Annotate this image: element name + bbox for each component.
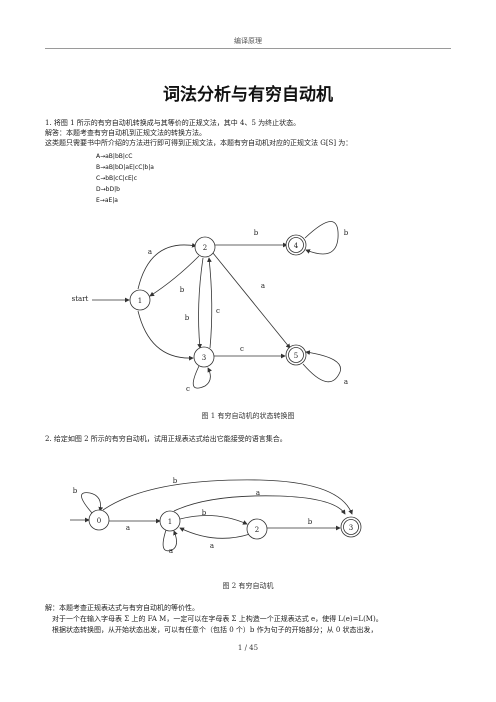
grammar-rule-4: D→bD|b [96, 186, 120, 193]
fig1-state-2: 2 [203, 244, 207, 252]
fig2-label-a-01: a [126, 524, 130, 532]
figure-1-caption: 图 1 有穷自动机的状态转换图 [201, 412, 295, 420]
fig1-start-label: start [72, 295, 89, 303]
q1-answer: 解答：本题考查有穷自动机到正规文法的转换方法。 [45, 129, 206, 137]
fig1-state-4: 4 [294, 242, 299, 250]
fig2-label-a-21: a [210, 542, 214, 550]
fig1-label-b-32: b [185, 314, 190, 322]
fig2-label-b-03: b [173, 477, 178, 485]
fig2-state-1: 1 [168, 518, 172, 526]
fig2-state-0: 0 [97, 517, 101, 525]
grammar-rule-5: E→aE|a [96, 197, 118, 204]
figure-2-caption: 图 2 有穷自动机 [222, 582, 274, 590]
fig1-label-a-25: a [261, 282, 265, 290]
fig1-state-3: 3 [202, 354, 206, 362]
q1-question: 1. 将图 1 所示的有穷自动机转换成与其等价的正规文法，其中 4、5 为终止状… [45, 119, 301, 127]
fig2-label-b-23: b [308, 518, 313, 526]
fig1-label-b-21: b [180, 286, 185, 294]
solution-line-1: 解：本题考查正规表达式与有穷自动机的等价性。 [45, 604, 199, 612]
fig2-label-b-00: b [73, 487, 78, 495]
fig1-label-c-23: c [216, 307, 220, 315]
fig1-label-c-33: c [186, 385, 190, 393]
q2-question: 2. 给定如图 2 所示的有穷自动机，试用正规表达式给出它能接受的语言集合。 [45, 435, 287, 443]
grammar-rule-2: B→aB|bD|aE|cC|b|a [96, 164, 154, 171]
header-rule [45, 48, 451, 49]
fig2-label-b-12: b [202, 509, 207, 517]
fig1-label-c-35: c [240, 345, 244, 353]
fig2-label-a-13: a [256, 489, 260, 497]
page-header: 编译原理 [234, 37, 262, 45]
fig2-state-3: 3 [349, 524, 353, 532]
fig2-state-2: 2 [255, 526, 259, 534]
fig1-label-a-55: a [344, 378, 348, 386]
q1-intro: 这类题只需要书中所介绍的方法进行即可得到正规文法，本题有穷自动机对应的正规文法 … [45, 139, 353, 147]
solution-line-2: 对于一个在输入字母表 Σ 上的 FA M，一定可以在字母表 Σ 上构造一个正规表… [52, 615, 383, 623]
page-number: 1 / 45 [237, 644, 259, 652]
page-title: 词法分析与有穷自动机 [163, 85, 333, 105]
fig1-label-a-12: a [148, 248, 152, 256]
fig1-label-b-24: b [254, 229, 259, 237]
fig1-state-5: 5 [294, 352, 298, 360]
grammar-rule-3: C→bB|cC|cE|c [96, 175, 138, 182]
solution-line-3: 根据状态转换图，从开始状态出发，可以有任意个（包括 0 个）b 作为句子的开始部… [52, 626, 378, 634]
fig1-label-b-44: b [344, 229, 349, 237]
fig1-state-1: 1 [138, 297, 142, 305]
fig2-label-a-11: a [169, 547, 173, 555]
grammar-rule-1: A→aB|bB|cC [96, 153, 133, 160]
